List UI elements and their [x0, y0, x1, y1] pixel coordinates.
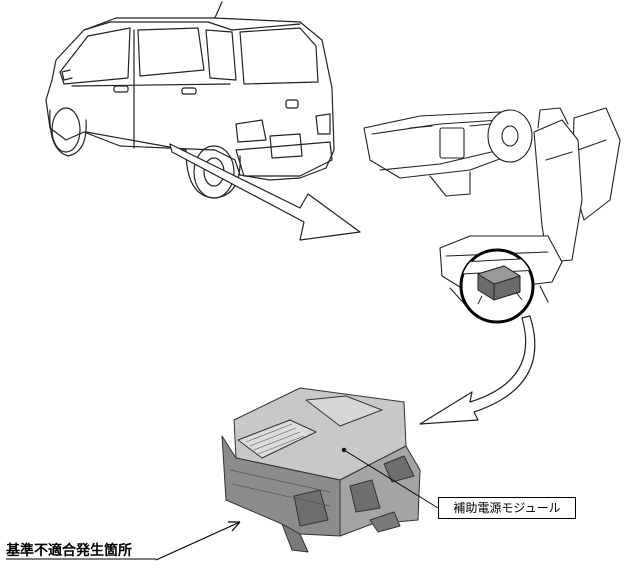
module-callout-label: 補助電源モジュール [438, 497, 576, 519]
defect-location-caption: 基準不適合発生箇所 [6, 543, 132, 559]
auxiliary-power-module-illustration [221, 387, 421, 553]
module-callout-leader [341, 447, 439, 509]
arrow-seat-to-module [419, 315, 536, 425]
defect-pointer-arrow [155, 521, 241, 561]
vehicle-illustration [45, 1, 335, 199]
module-location-magnifier [459, 248, 535, 324]
arrow-vehicle-to-seat [169, 143, 361, 241]
